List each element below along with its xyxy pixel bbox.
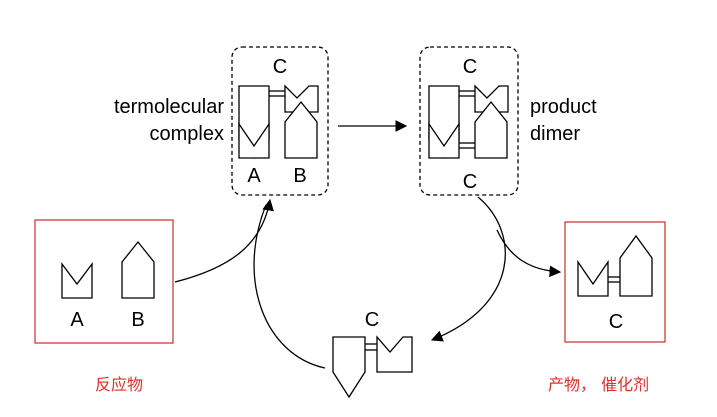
arrow-catalyst-to-complex <box>253 204 326 369</box>
products-box: C <box>564 221 666 343</box>
complex-label-c: C <box>273 56 287 78</box>
reactant-label-a: A <box>70 309 84 331</box>
product-label-line2: dimer <box>530 123 580 145</box>
arrow-reactants-to-complex <box>174 198 274 283</box>
arrow-dimer-to-products <box>496 229 562 278</box>
free-catalyst-right-piece <box>376 335 413 373</box>
dimer-molecule-a-shape <box>428 121 460 159</box>
reactants-box: A B <box>34 219 174 344</box>
reactants-caption: 反应物 <box>95 375 143 394</box>
product-b-shape <box>619 234 653 297</box>
arrow-dimer-to-catalyst <box>430 196 506 342</box>
complex-label-a: A <box>247 165 261 187</box>
template-right-piece <box>284 84 319 113</box>
dimer-label-c-bottom: C <box>463 171 477 193</box>
products-red-border <box>564 221 666 343</box>
product-dimer: C C <box>419 46 519 196</box>
product-dimer-dashed-box <box>419 46 519 196</box>
product-box-label-c: C <box>609 311 623 333</box>
free-catalyst: C <box>332 309 413 399</box>
termolecular-complex: C A B <box>231 46 329 196</box>
dimer-template-right-piece <box>474 84 509 113</box>
product-a-shape <box>577 259 609 297</box>
reactants-red-border <box>34 219 174 344</box>
free-catalyst-left-piece <box>332 336 366 399</box>
reactant-label-b: B <box>131 309 144 331</box>
termolecular-label-line2: complex <box>150 123 224 145</box>
molecule-b-shape <box>284 100 318 159</box>
molecule-a-shape <box>238 121 270 159</box>
dimer-label-c-top: C <box>463 56 477 78</box>
complex-label-b: B <box>293 165 306 187</box>
product-label-line1: product <box>530 96 597 118</box>
reactant-a-shape <box>61 262 93 299</box>
dimer-molecule-b-shape <box>474 100 508 159</box>
termolecular-complex-dashed-box <box>231 46 329 196</box>
products-caption: 产物， 催化剂 <box>548 375 649 394</box>
reactant-b-shape <box>121 240 155 299</box>
free-catalyst-label-c: C <box>365 309 379 331</box>
termolecular-label-line1: termolecular <box>114 96 224 118</box>
